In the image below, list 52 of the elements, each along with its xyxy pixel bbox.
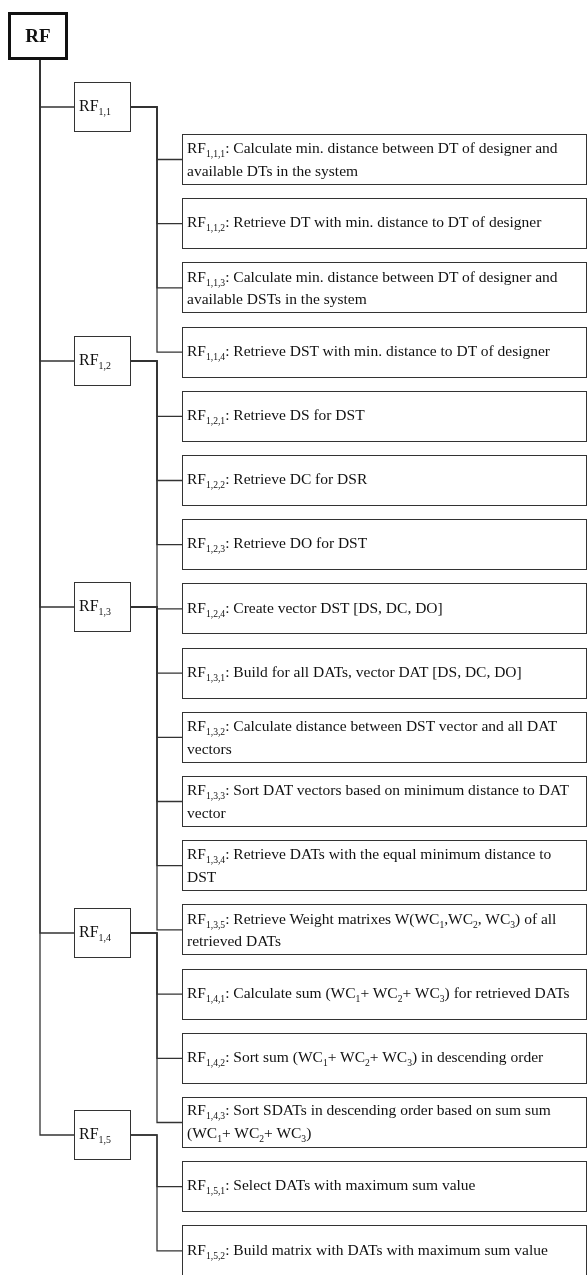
task-box — [182, 262, 587, 314]
task-label: RF$_{1,3,1}$: Build for all DATs, vector DAT [DS, DC, DO] — [187, 661, 522, 685]
task-box — [182, 711, 587, 763]
task-box — [182, 776, 587, 827]
group-box — [74, 82, 131, 132]
task-label: RF$_{1,1,1}$: Calculate min. distance between DT of designer and available DTs in the system — [187, 138, 559, 181]
task-label: RF$_{1,2,3}$: Retrieve DO for DST — [187, 533, 368, 556]
task-label: RF$_{1,2,4}$: Create vector DST [DS, DC, DO] — [187, 597, 443, 621]
task-label: RF$_{1,1,2}$: Retrieve DT with min. distance to DT of designer — [187, 212, 542, 235]
task-label: RF$_{1,2,2}$: Retrieve DC for DSR — [187, 469, 368, 492]
task-box — [182, 1225, 587, 1275]
connector-line — [130, 106, 183, 353]
task-label: RF$_{1,4,1}$: Calculate sum (WC$_{1}$+ WC$_{2}$+ WC$_{3}$) for retrieved DATs — [187, 982, 570, 1006]
task-label: RF$_{1,1,3}$: Calculate min. distance between DT of designer and available DSTs in the system — [187, 266, 559, 310]
box-label: RF$_{1,2}$ — [79, 350, 111, 372]
task-box — [182, 455, 587, 506]
task-box — [182, 326, 587, 378]
box-label: RF — [25, 25, 51, 47]
task-label: RF$_{1,4,3}$: Sort SDATs in descending order based on sum sum (WC$_{1}$+ WC$_{2}$+ WC$_{3}$) — [187, 1099, 552, 1146]
box-label: RF$_{1,5}$ — [79, 1124, 111, 1146]
task-box — [182, 1032, 587, 1084]
group-box — [74, 1110, 131, 1160]
group-box — [74, 908, 131, 958]
connector-line — [130, 932, 183, 1124]
task-box — [182, 198, 587, 250]
task-label: RF$_{1,4,2}$: Sort sum (WC$_{1}$+ WC$_{2}$+ WC$_{3}$) in descending order — [187, 1047, 544, 1070]
task-box — [182, 968, 587, 1020]
box-label: RF$_{1,1}$ — [79, 96, 111, 118]
task-label: RF$_{1,3,3}$: Sort DAT vectors based on minimum distance to DAT vector — [187, 780, 570, 823]
task-box — [182, 840, 587, 892]
task-box — [182, 134, 587, 185]
task-box — [182, 390, 587, 442]
connector-line — [130, 360, 183, 610]
task-box — [182, 1161, 587, 1213]
box-label: RF$_{1,4}$ — [79, 922, 111, 944]
task-label: RF$_{1,5,2}$: Build matrix with DATs with maximum sum value — [187, 1239, 548, 1263]
task-box — [182, 1097, 587, 1148]
task-box — [182, 519, 587, 571]
task-label: RF$_{1,5,1}$: Select DATs with maximum sum value — [187, 1175, 476, 1198]
root-box — [8, 12, 68, 60]
task-label: RF$_{1,1,4}$: Retrieve DST with min. distance to DT of designer — [187, 340, 551, 364]
task-box — [182, 583, 587, 635]
task-box — [182, 647, 587, 699]
task-label: RF$_{1,3,2}$: Calculate distance between DST vector and all DAT vectors — [187, 715, 558, 759]
task-box — [182, 904, 587, 956]
task-label: RF$_{1,2,1}$: Retrieve DS for DST — [187, 405, 365, 428]
task-label: RF$_{1,3,4}$: Retrieve DATs with the equal minimum distance to DST — [187, 844, 553, 887]
task-label: RF$_{1,3,5}$: Retrieve Weight matrixes W(WC$_{1}$,WC$_{2}$, WC$_{3}$) of all retrieved DATs — [187, 908, 558, 952]
box-label: RF$_{1,3}$ — [79, 596, 111, 618]
group-box — [74, 336, 131, 386]
group-box — [74, 582, 131, 632]
connector-line — [130, 1134, 183, 1252]
